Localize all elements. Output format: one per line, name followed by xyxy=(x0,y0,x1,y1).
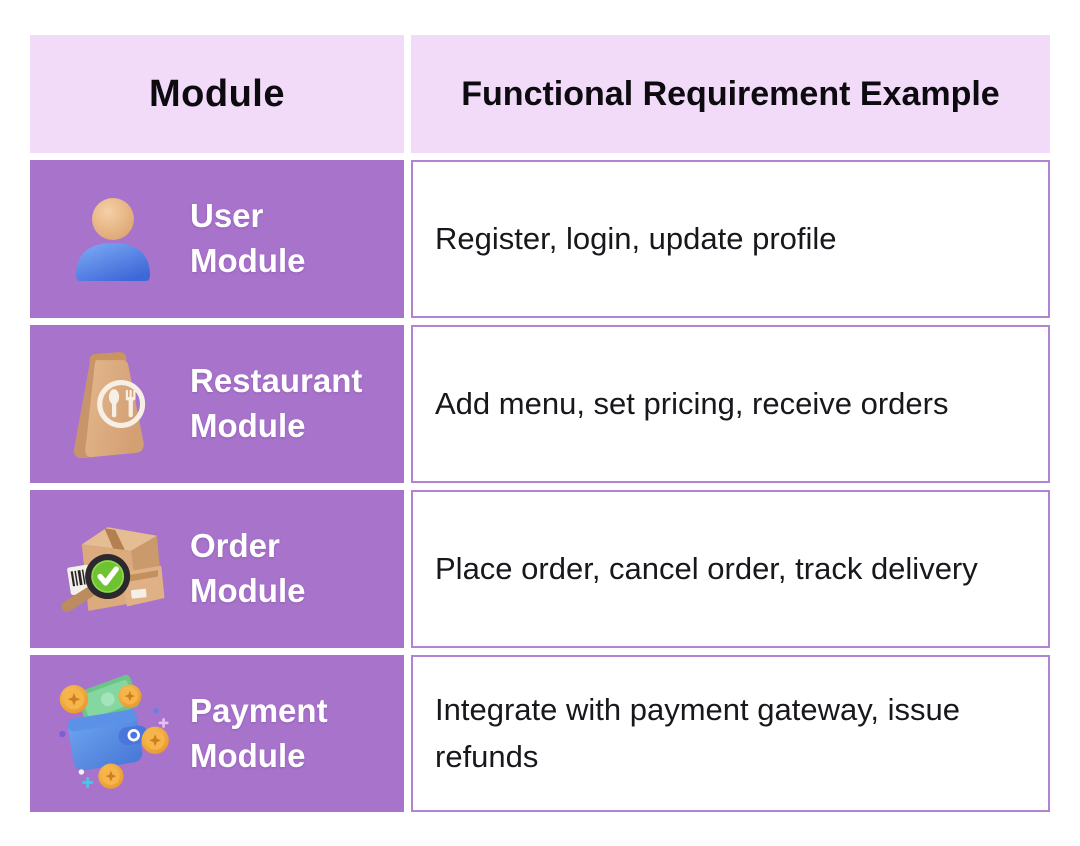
example-cell-payment: Integrate with payment gateway, issue re… xyxy=(411,655,1050,812)
module-label-payment: Payment Module xyxy=(190,691,328,774)
payment-wallet-icon xyxy=(54,671,172,797)
module-cell-order: Order Module xyxy=(30,490,404,648)
modules-table: Module Functional Requirement Example xyxy=(30,35,1050,812)
order-boxes-icon xyxy=(54,508,172,630)
example-cell-order: Place order, cancel order, track deliver… xyxy=(411,490,1050,648)
header-label-example: Functional Requirement Example xyxy=(461,74,1000,113)
module-cell-payment: Payment Module xyxy=(30,655,404,812)
header-cell-module: Module xyxy=(30,35,404,153)
restaurant-bag-icon xyxy=(54,345,172,463)
example-text-restaurant: Add menu, set pricing, receive orders xyxy=(435,385,949,421)
example-text-order: Place order, cancel order, track deliver… xyxy=(435,550,978,586)
header-label-module: Module xyxy=(149,72,285,115)
example-text-payment: Integrate with payment gateway, issue re… xyxy=(435,692,960,774)
user-icon xyxy=(54,189,172,289)
module-label-restaurant: Restaurant Module xyxy=(190,362,363,444)
example-text-user: Register, login, update profile xyxy=(435,220,837,256)
module-cell-user: User Module xyxy=(30,160,404,318)
module-label-user: User Module xyxy=(190,197,306,279)
module-label-order: Order Module xyxy=(190,527,306,609)
header-cell-example: Functional Requirement Example xyxy=(411,35,1050,153)
example-cell-restaurant: Add menu, set pricing, receive orders xyxy=(411,325,1050,483)
example-cell-user: Register, login, update profile xyxy=(411,160,1050,318)
module-cell-restaurant: Restaurant Module xyxy=(30,325,404,483)
